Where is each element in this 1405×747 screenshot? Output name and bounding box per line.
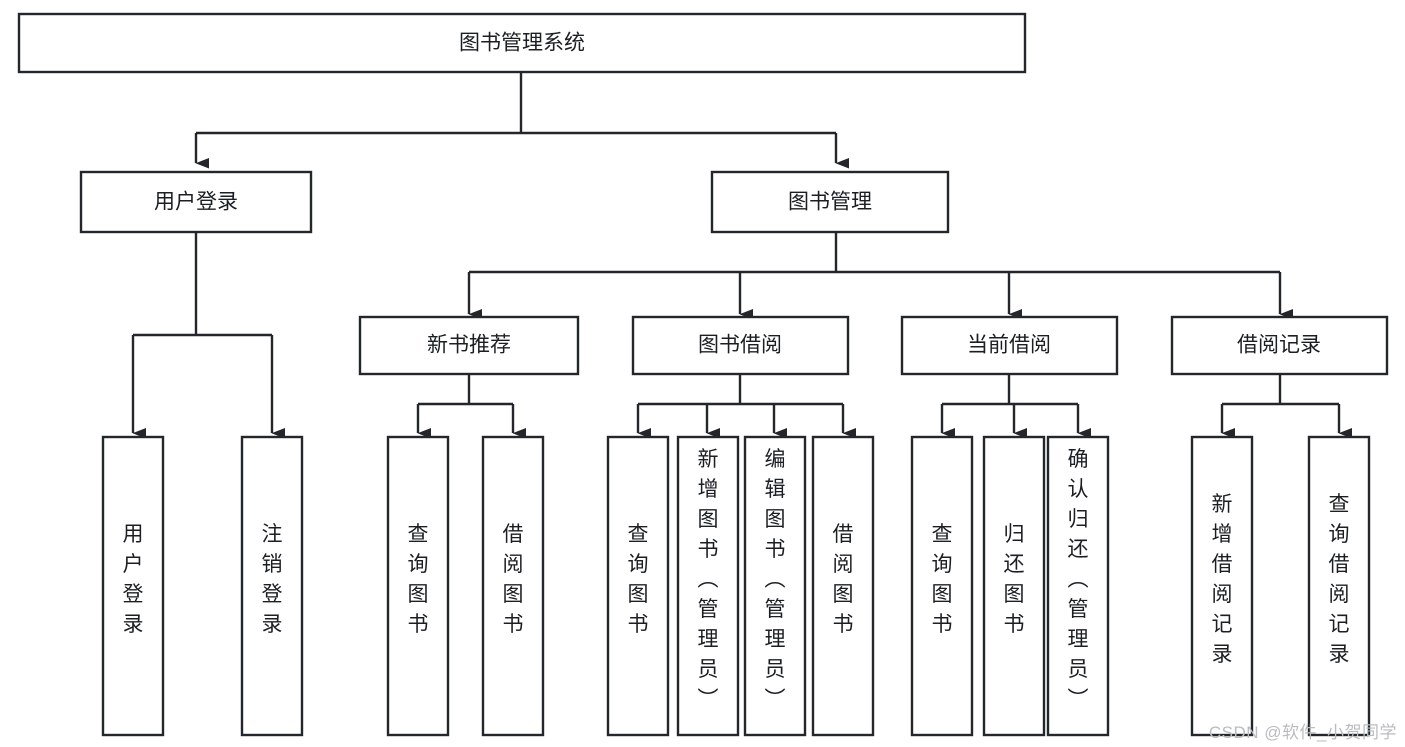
node-leaf-edit-book-label: 编辑图书︵管理员︶ [765, 448, 786, 711]
connector-layer [131, 72, 1352, 439]
node-book-manage[interactable]: 图书管理 [710, 170, 950, 234]
node-leaf-user-logout[interactable]: 注销登录 [240, 435, 304, 737]
node-leaf-borrow-book-1-label: 借阅图书 [503, 523, 524, 636]
node-leaf-add-record-label: 新增借阅记录 [1212, 493, 1233, 666]
node-new-book-recommend-label: 新书推荐 [427, 334, 511, 357]
node-leaf-query-book-1[interactable]: 查询图书 [386, 435, 450, 737]
node-user-login-label: 用户登录 [154, 191, 238, 214]
node-leaf-return-book[interactable]: 归还图书 [982, 435, 1046, 737]
node-leaf-query-record-box[interactable] [1307, 435, 1371, 737]
node-leaf-add-book-box[interactable] [676, 435, 740, 737]
connector-new-book-recommend-bus [418, 374, 513, 406]
node-current-borrow-label: 当前借阅 [967, 334, 1051, 357]
node-current-borrow-box[interactable] [900, 315, 1119, 376]
csdn-watermark: CSDN @软件_小贺同学 [1208, 723, 1397, 742]
node-leaf-add-record-box[interactable] [1190, 435, 1254, 737]
node-leaf-user-login-box[interactable] [101, 435, 165, 737]
node-leaf-user-logout-box[interactable] [240, 435, 304, 737]
node-borrow-record-box[interactable] [1170, 315, 1389, 376]
node-book-borrow[interactable]: 图书借阅 [631, 315, 850, 376]
connector-borrow-record-bus [1222, 374, 1339, 406]
node-leaf-edit-book-box[interactable] [743, 435, 807, 737]
node-leaf-edit-book[interactable]: 编辑图书︵管理员︶ [743, 435, 807, 737]
node-leaf-borrow-book-2-box[interactable] [811, 435, 875, 737]
node-leaf-query-book-3-box[interactable] [910, 435, 974, 737]
node-leaf-confirm-return[interactable]: 确认归还︵管理员︶ [1046, 435, 1110, 737]
node-leaf-query-record[interactable]: 查询借阅记录 [1307, 435, 1371, 737]
node-leaf-user-logout-label: 注销登录 [262, 523, 283, 636]
node-book-borrow-box[interactable] [631, 315, 850, 376]
node-leaf-query-book-2[interactable]: 查询图书 [606, 435, 670, 737]
node-user-login[interactable]: 用户登录 [79, 170, 313, 234]
node-leaf-borrow-book-1[interactable]: 借阅图书 [481, 435, 545, 737]
connector-root-bus [196, 72, 836, 135]
node-leaf-confirm-return-label: 确认归还︵管理员︶ [1068, 448, 1089, 711]
node-leaf-borrow-book-2[interactable]: 借阅图书 [811, 435, 875, 737]
node-borrow-record-label: 借阅记录 [1237, 334, 1321, 357]
node-leaf-return-book-box[interactable] [982, 435, 1046, 737]
node-root-box[interactable] [17, 12, 1027, 74]
node-leaf-query-record-label: 查询借阅记录 [1329, 493, 1350, 666]
node-book-manage-box[interactable] [710, 170, 950, 234]
node-leaf-add-record[interactable]: 新增借阅记录 [1190, 435, 1254, 737]
node-leaf-borrow-book-2-label: 借阅图书 [833, 523, 854, 636]
node-leaf-query-book-2-label: 查询图书 [628, 523, 649, 636]
node-book-manage-label: 图书管理 [788, 191, 872, 214]
connector-user-login-bus [133, 232, 272, 337]
node-new-book-recommend[interactable]: 新书推荐 [358, 315, 580, 376]
node-book-borrow-label: 图书借阅 [698, 334, 782, 357]
node-current-borrow[interactable]: 当前借阅 [900, 315, 1119, 376]
connector-current-borrow-bus [942, 374, 1078, 406]
node-user-login-box[interactable] [79, 170, 313, 234]
node-leaf-query-book-3-label: 查询图书 [932, 523, 953, 636]
node-new-book-recommend-box[interactable] [358, 315, 580, 376]
node-leaf-borrow-book-1-box[interactable] [481, 435, 545, 737]
connector-book-borrow-bus [638, 374, 843, 406]
connector-book-manage-bus [469, 232, 1280, 274]
node-leaf-query-book-3[interactable]: 查询图书 [910, 435, 974, 737]
node-leaf-query-book-2-box[interactable] [606, 435, 670, 737]
node-leaf-add-book[interactable]: 新增图书︵管理员︶ [676, 435, 740, 737]
node-root-label: 图书管理系统 [459, 32, 585, 55]
node-leaf-add-book-label: 新增图书︵管理员︶ [698, 448, 719, 711]
node-leaf-user-login[interactable]: 用户登录 [101, 435, 165, 737]
node-leaf-query-book-1-box[interactable] [386, 435, 450, 737]
node-leaf-confirm-return-box[interactable] [1046, 435, 1110, 737]
node-leaf-query-book-1-label: 查询图书 [408, 523, 429, 636]
node-leaf-user-login-label: 用户登录 [123, 523, 144, 636]
node-root[interactable]: 图书管理系统 [17, 12, 1027, 74]
node-borrow-record[interactable]: 借阅记录 [1170, 315, 1389, 376]
node-leaf-return-book-label: 归还图书 [1004, 523, 1025, 636]
